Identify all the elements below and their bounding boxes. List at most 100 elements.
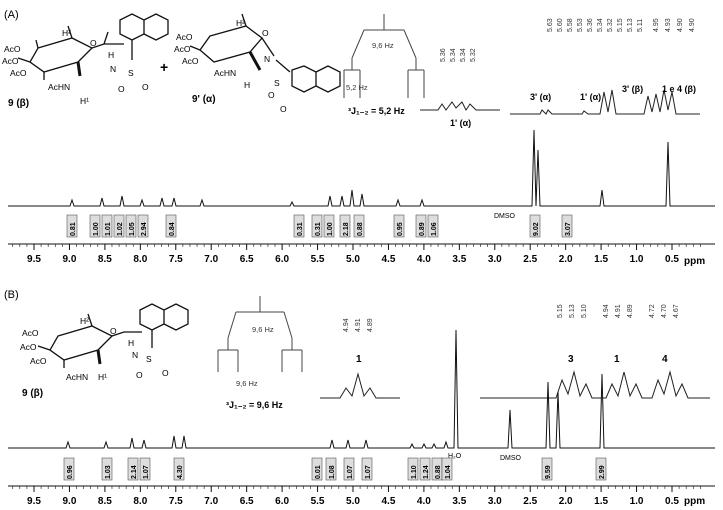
- integral: 1.07: [343, 457, 355, 481]
- integral-value: 0.81: [70, 222, 77, 236]
- coupling-label-top: 9,6 Hz: [372, 41, 394, 50]
- integral-value: 0.95: [397, 222, 404, 236]
- integral: 1.00: [89, 214, 101, 238]
- substituent-label: O: [136, 370, 143, 380]
- integral-value: 0.01: [315, 465, 322, 479]
- integral-value: 9.59: [545, 465, 552, 479]
- plus-sign: +: [160, 59, 168, 75]
- x-axis-tick-label: 8.0: [133, 496, 147, 507]
- integral-value: 1.01: [105, 222, 112, 236]
- x-axis-tick-label: 4.5: [381, 254, 395, 265]
- inset-right-shift-labels: 5.63 5.60 5.58 5.53 5.36 5.34 5.32 5.15 …: [547, 18, 696, 32]
- substituent-label: AcO: [2, 56, 19, 66]
- x-axis-unit: ppm: [684, 496, 705, 507]
- spectrum-trace-b: [8, 329, 715, 449]
- integral: 1.07: [361, 457, 373, 481]
- integrals-b: 0.96 1.03 2.14 1.07 4.30 0.01 1.08 1.07 …: [63, 457, 607, 481]
- integral: 1.10: [407, 457, 419, 481]
- x-axis-tick-label: 9.0: [62, 496, 76, 507]
- integral-value: 1.08: [329, 465, 336, 479]
- substituent-label: O: [262, 28, 269, 38]
- substituent-label: H¹: [80, 96, 89, 106]
- integral-value: 2.18: [343, 222, 350, 236]
- shift-label: 5.60: [557, 18, 564, 32]
- x-axis-tick-label: 3.0: [488, 496, 502, 507]
- substituent-label: N: [110, 64, 116, 74]
- x-axis-tick-label: 3.0: [488, 254, 502, 265]
- inset-right-trace: [510, 89, 700, 115]
- x-axis-tick-label: 1.0: [630, 254, 644, 265]
- x-axis-tick-label: 6.5: [240, 254, 254, 265]
- integral-value: 3.07: [565, 222, 572, 236]
- shift-label: 5.11: [637, 19, 644, 32]
- x-axis-tick-label: 2.0: [559, 496, 573, 507]
- panel-a: (A) AcO AcO AcO AcHN H² H¹ O N H S: [2, 9, 715, 267]
- integral: 1.01: [101, 214, 113, 238]
- x-axis-tick-label: 8.5: [98, 254, 112, 265]
- substituent-label: AcO: [174, 44, 191, 54]
- integral-value: 1.07: [365, 465, 372, 479]
- x-axis-tick-label: 5.5: [311, 496, 325, 507]
- shift-label: 4.94: [603, 304, 610, 318]
- shift-label: 5.15: [617, 18, 624, 32]
- integral: 1.07: [139, 457, 151, 481]
- x-axis-tick-label: 1.5: [594, 254, 608, 265]
- shift-label: 4.91: [615, 304, 622, 318]
- inset-peak-name: 1 e 4 (β): [662, 84, 696, 94]
- inset-peak-name: 1: [614, 354, 620, 365]
- coupling-tree-b: [217, 296, 303, 372]
- coupling-label-top: 9,6 Hz: [252, 325, 274, 334]
- integral: 2.99: [595, 457, 607, 481]
- integral-value: 1.02: [117, 222, 124, 236]
- shift-label: 5.36: [587, 18, 594, 32]
- substituent-label: AcHN: [48, 82, 70, 92]
- shift-label: 4.90: [689, 18, 696, 32]
- inset-peak-name: 1: [356, 354, 362, 365]
- integral: 1.03: [101, 457, 113, 481]
- substituent-label: H¹: [98, 372, 107, 382]
- substituent-label: AcO: [176, 32, 193, 42]
- integral-value: 0.89: [419, 222, 426, 236]
- inset-peak-name: 1' (α): [580, 92, 601, 102]
- integral: 9.02: [529, 214, 541, 238]
- inset-peak-name: 3: [568, 354, 574, 365]
- substituent-label: N: [132, 350, 138, 360]
- x-axis-tick-label: 3.5: [452, 496, 466, 507]
- substituent-label: AcHN: [214, 68, 236, 78]
- x-axis-tick-label: 4.5: [381, 496, 395, 507]
- integral-value: 0.31: [297, 222, 304, 236]
- integral-value: 1.06: [431, 222, 438, 236]
- substituent-label: H: [108, 50, 114, 60]
- integral: 1.08: [325, 457, 337, 481]
- solvent-label: H₂O: [448, 453, 462, 460]
- integral-value: 2.99: [599, 465, 606, 479]
- x-axis-tick-label: 0.5: [665, 496, 679, 507]
- integral-value: 9.02: [533, 222, 540, 236]
- substituent-label: S: [274, 78, 280, 88]
- integral-value: 1.00: [327, 222, 334, 236]
- integral: 1.05: [125, 214, 137, 238]
- shift-label: 4.89: [367, 318, 374, 332]
- x-axis-tick-label: 1.0: [630, 496, 644, 507]
- solvent-label: DMSO: [500, 455, 522, 462]
- integral: 0.88: [353, 214, 365, 238]
- integral: 0.01: [311, 457, 323, 481]
- shift-label: 4.94: [343, 318, 350, 332]
- x-axis-tick-label: 6.5: [240, 496, 254, 507]
- inset-peak-name: 4: [662, 354, 668, 365]
- solvent-label: DMSO: [494, 213, 516, 220]
- substituent-label: S: [146, 354, 152, 364]
- integral: 0.31: [311, 214, 323, 238]
- compound-9-beta-labels: AcO AcO AcO AcHN H² H¹ O N H S O O 9 (β): [2, 28, 149, 109]
- inset-peak-trace: [320, 372, 400, 399]
- x-axis-tick-label: 7.0: [204, 496, 218, 507]
- integral-value: 0.88: [435, 465, 442, 479]
- compound-9-alpha-structure: [189, 13, 341, 93]
- shift-label: 4.93: [665, 18, 672, 32]
- substituent-label: H²: [80, 316, 89, 326]
- integral: 9.59: [541, 457, 553, 481]
- integral: 1.24: [419, 457, 431, 481]
